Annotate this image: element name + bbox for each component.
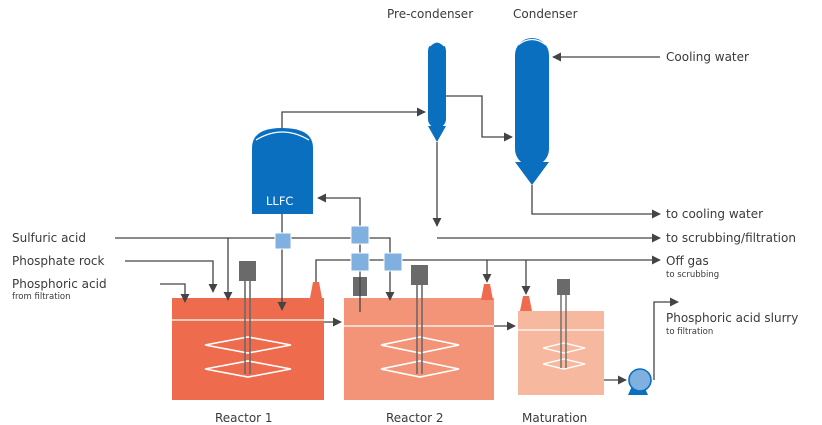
to-cooling-water-label: to cooling water [666, 207, 763, 221]
condenser-vessel [515, 38, 549, 185]
valve-llfc [274, 232, 292, 250]
precondenser-label: Pre-condenser [387, 7, 473, 21]
slurry-label: Phosphoric acid slurry [666, 311, 798, 325]
reactor-2-vessel [344, 298, 494, 400]
condenser-label: Condenser [513, 7, 578, 21]
reactor-1-vent [310, 282, 322, 298]
valve-offgas-2 [383, 252, 403, 272]
precondenser-vessel [428, 41, 446, 142]
maturation-label: Maturation [522, 411, 587, 425]
off-gas-sub-label: to scrubbing [666, 270, 719, 280]
reactor-2-vent [481, 284, 493, 300]
off-gas-label: Off gas [666, 254, 709, 268]
sulfuric-acid-label: Sulfuric acid [12, 231, 86, 245]
slurry-pump [628, 368, 652, 395]
slurry-sub-label: to filtration [666, 327, 713, 337]
phosphoric-acid-label: Phosphoric acid [12, 277, 107, 291]
reactor-2-label: Reactor 2 [386, 411, 444, 425]
phosphate-rock-label: Phosphate rock [12, 254, 105, 268]
to-scrubbing-filtration-label: to scrubbing/filtration [666, 231, 796, 245]
reactor-1-vessel [172, 298, 324, 400]
llfc-label: LLFC [266, 194, 293, 208]
maturation-agitator [557, 279, 570, 368]
cooling-water-in-label: Cooling water [666, 50, 749, 64]
valve-reactor2-vapor [350, 225, 370, 245]
reactor-2-agitator [411, 265, 428, 374]
llfc-vessel [252, 128, 313, 214]
valve-offgas-1 [350, 252, 370, 272]
phosphoric-acid-sub-label: from filtration [12, 292, 71, 302]
maturation-vent [520, 296, 532, 311]
reactor-1-agitator [239, 261, 256, 374]
reactor-1-label: Reactor 1 [215, 411, 273, 425]
